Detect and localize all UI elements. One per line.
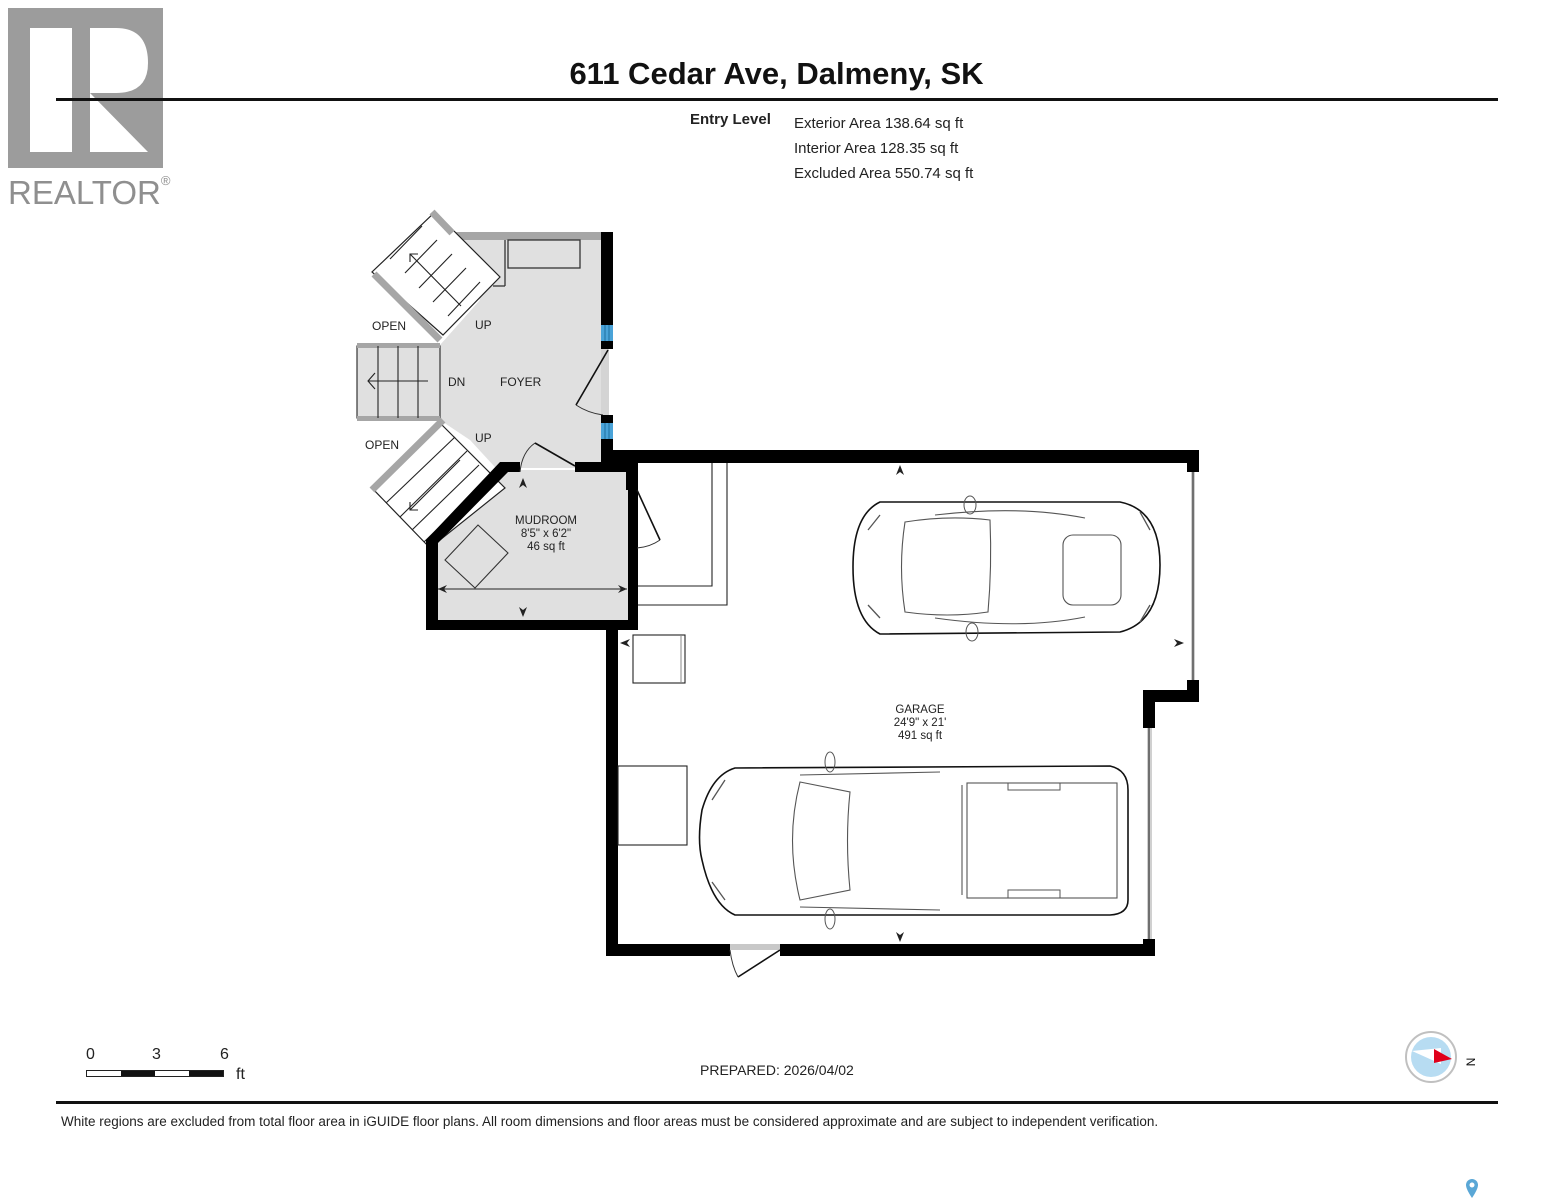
mudroom-walls bbox=[426, 450, 638, 630]
scale-unit: ft bbox=[236, 1066, 245, 1083]
exterior-area: Exterior Area 138.64 sq ft bbox=[794, 115, 964, 132]
foyer-label: FOYER bbox=[500, 375, 542, 389]
foyer-window-2 bbox=[601, 423, 613, 439]
compass-north-label: N bbox=[1463, 1057, 1478, 1067]
open-label-bottom: OPEN bbox=[365, 438, 399, 452]
scale-tick-6: 6 bbox=[220, 1046, 229, 1063]
garage-dimensions: 24'9" x 21' bbox=[894, 717, 947, 729]
mudroom-garage-door bbox=[636, 489, 661, 541]
garage-side-door-leaf bbox=[737, 949, 781, 978]
open-label-top: OPEN bbox=[372, 319, 406, 333]
footer-divider bbox=[56, 1101, 1498, 1104]
front-door-leaf bbox=[575, 349, 609, 406]
stairs-down bbox=[356, 343, 441, 421]
scale-bar-graphic bbox=[86, 1070, 224, 1077]
compass: N bbox=[1404, 1030, 1478, 1086]
front-door-opening[interactable] bbox=[601, 349, 609, 415]
foyer-right-wall bbox=[601, 232, 613, 327]
garage-walls bbox=[601, 450, 1199, 956]
garage-label: GARAGE bbox=[895, 704, 945, 716]
garage-storage-box bbox=[617, 765, 688, 846]
stairs-up-top bbox=[371, 209, 501, 343]
level-label: Entry Level bbox=[690, 111, 771, 128]
realtor-wordmark-text: REALTOR bbox=[8, 174, 161, 211]
compass-icon bbox=[1405, 1031, 1457, 1083]
garage-counter-inner bbox=[638, 463, 713, 587]
car-sedan-icon bbox=[852, 495, 1161, 642]
garage-area: 491 sq ft bbox=[898, 730, 943, 742]
mudroom-area: 46 sq ft bbox=[527, 541, 566, 553]
foyer-floor bbox=[440, 238, 608, 478]
scale-bar: 0 3 6 ft bbox=[86, 1046, 256, 1086]
realtor-logo: REALTOR® bbox=[8, 8, 170, 209]
mudroom-bench bbox=[444, 524, 509, 589]
disclaimer: White regions are excluded from total fl… bbox=[61, 1114, 1159, 1129]
mudroom-floor bbox=[430, 470, 633, 625]
foyer-window-1 bbox=[601, 325, 613, 341]
scale-tick-3: 3 bbox=[152, 1046, 161, 1063]
excluded-area: Excluded Area 550.74 sq ft bbox=[794, 165, 974, 182]
up-label-top: UP bbox=[475, 318, 492, 332]
garage-counter-outer bbox=[638, 463, 728, 606]
up-label-bottom: UP bbox=[475, 431, 492, 445]
prepared-date: PREPARED: 2026/04/02 bbox=[700, 1062, 854, 1078]
stairs-up-bottom bbox=[369, 417, 506, 549]
realtor-logo-mark bbox=[8, 8, 163, 168]
realtor-r-icon bbox=[30, 28, 148, 152]
car-truck-icon bbox=[698, 751, 1129, 930]
dn-label: DN bbox=[448, 375, 465, 389]
interior-area: Interior Area 128.35 sq ft bbox=[794, 140, 959, 157]
page-title: 611 Cedar Ave, Dalmeny, SK bbox=[569, 56, 984, 91]
foyer-bench bbox=[507, 239, 581, 269]
header-divider bbox=[56, 98, 1498, 101]
foyer-top-wall bbox=[450, 232, 608, 240]
garage-side-door-opening[interactable] bbox=[730, 944, 780, 950]
mudroom-label: MUDROOM bbox=[515, 515, 577, 527]
scale-tick-0: 0 bbox=[86, 1046, 95, 1063]
mudroom-dimensions: 8'5" x 6'2" bbox=[521, 528, 571, 540]
registered-mark: ® bbox=[160, 173, 171, 188]
map-pin-icon[interactable] bbox=[1464, 1178, 1480, 1200]
realtor-wordmark: REALTOR® bbox=[8, 173, 171, 211]
garage-appliance bbox=[632, 634, 686, 684]
area-summary: Exterior Area 138.64 sq ft Interior Area… bbox=[794, 111, 973, 186]
